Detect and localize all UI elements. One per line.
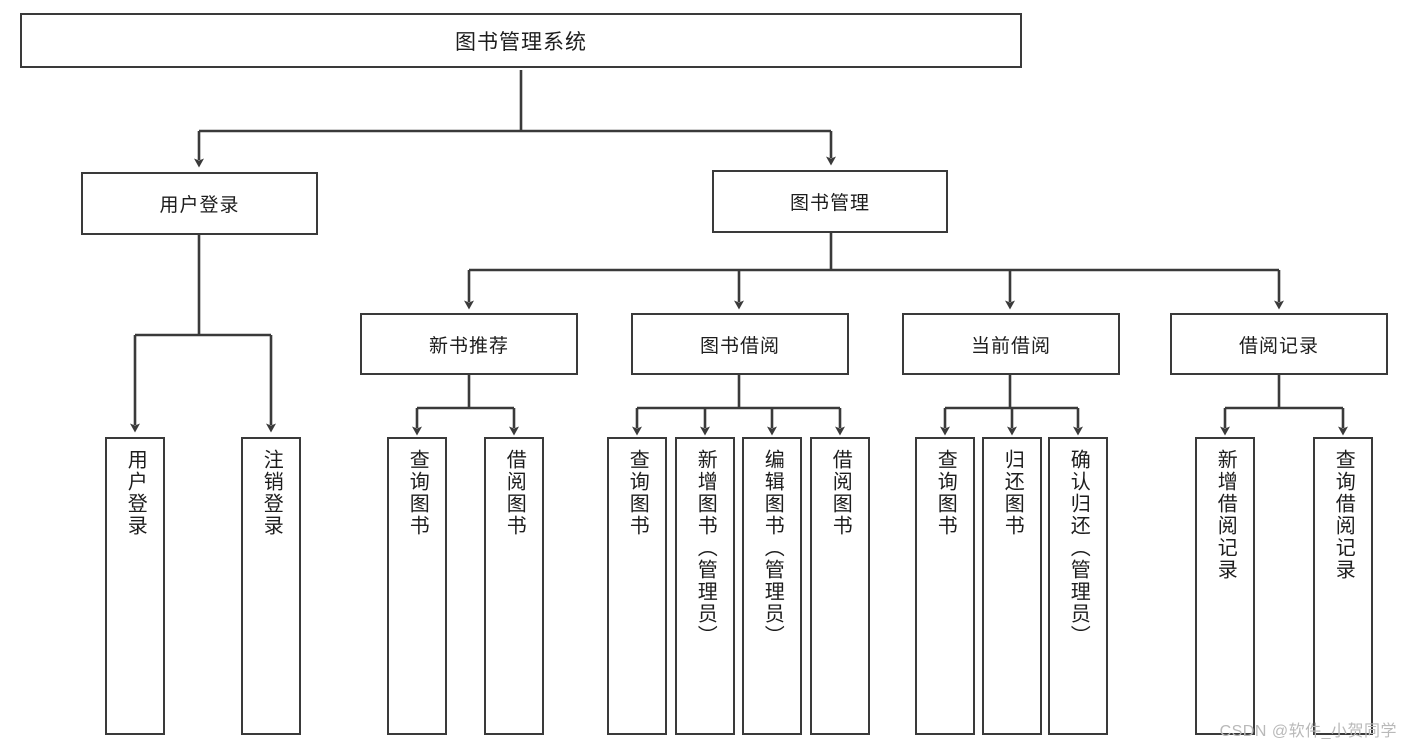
- node-leaf-user-logout[interactable]: 注销登录: [241, 437, 301, 735]
- node-label: 查询图书: [626, 449, 649, 537]
- node-leaf-borrow-book[interactable]: 借阅图书: [810, 437, 870, 735]
- node-label: 查询图书: [406, 449, 429, 537]
- node-label: 用户登录: [124, 449, 147, 537]
- node-leaf-borrow-book-recommend[interactable]: 借阅图书: [484, 437, 544, 735]
- node-label: 查询借阅记录: [1332, 449, 1355, 581]
- node-leaf-add-book[interactable]: 新增图书（管理员）: [675, 437, 735, 735]
- node-label: 确认归还（管理员）: [1067, 449, 1090, 647]
- node-label: 图书管理系统: [455, 30, 587, 54]
- node-leaf-edit-book[interactable]: 编辑图书（管理员）: [742, 437, 802, 735]
- node-label: 当前借阅: [970, 335, 1051, 357]
- node-leaf-user-login[interactable]: 用户登录: [105, 437, 165, 735]
- node-label: 新书推荐: [428, 335, 509, 357]
- node-label: 借阅图书: [503, 449, 526, 537]
- node-user-login[interactable]: 用户登录: [81, 172, 318, 235]
- node-label: 查询图书: [934, 449, 957, 537]
- node-new-book-recommend[interactable]: 新书推荐: [360, 313, 578, 375]
- node-leaf-query-book-borrow[interactable]: 查询图书: [607, 437, 667, 735]
- node-leaf-confirm-return[interactable]: 确认归还（管理员）: [1048, 437, 1108, 735]
- node-label: 编辑图书（管理员）: [761, 449, 784, 647]
- node-leaf-query-book-current[interactable]: 查询图书: [915, 437, 975, 735]
- node-label: 归还图书: [1001, 449, 1024, 537]
- node-label: 用户登录: [159, 195, 240, 216]
- node-leaf-add-borrow-record[interactable]: 新增借阅记录: [1195, 437, 1255, 735]
- node-leaf-return-book[interactable]: 归还图书: [982, 437, 1042, 735]
- node-label: 新增借阅记录: [1214, 449, 1237, 581]
- node-label: 借阅记录: [1238, 335, 1319, 357]
- node-label: 图书管理: [789, 193, 870, 214]
- node-leaf-query-book-recommend[interactable]: 查询图书: [387, 437, 447, 735]
- node-book-borrow[interactable]: 图书借阅: [631, 313, 849, 375]
- node-current-borrow[interactable]: 当前借阅: [902, 313, 1120, 375]
- node-label: 新增图书（管理员）: [694, 449, 717, 647]
- node-leaf-query-borrow-record[interactable]: 查询借阅记录: [1313, 437, 1373, 735]
- node-label: 注销登录: [260, 449, 283, 537]
- node-label: 借阅图书: [829, 449, 852, 537]
- node-label: 图书借阅: [699, 335, 780, 357]
- node-root-book-management-system[interactable]: 图书管理系统: [20, 13, 1022, 68]
- node-book-management[interactable]: 图书管理: [712, 170, 948, 233]
- node-borrow-record[interactable]: 借阅记录: [1170, 313, 1388, 375]
